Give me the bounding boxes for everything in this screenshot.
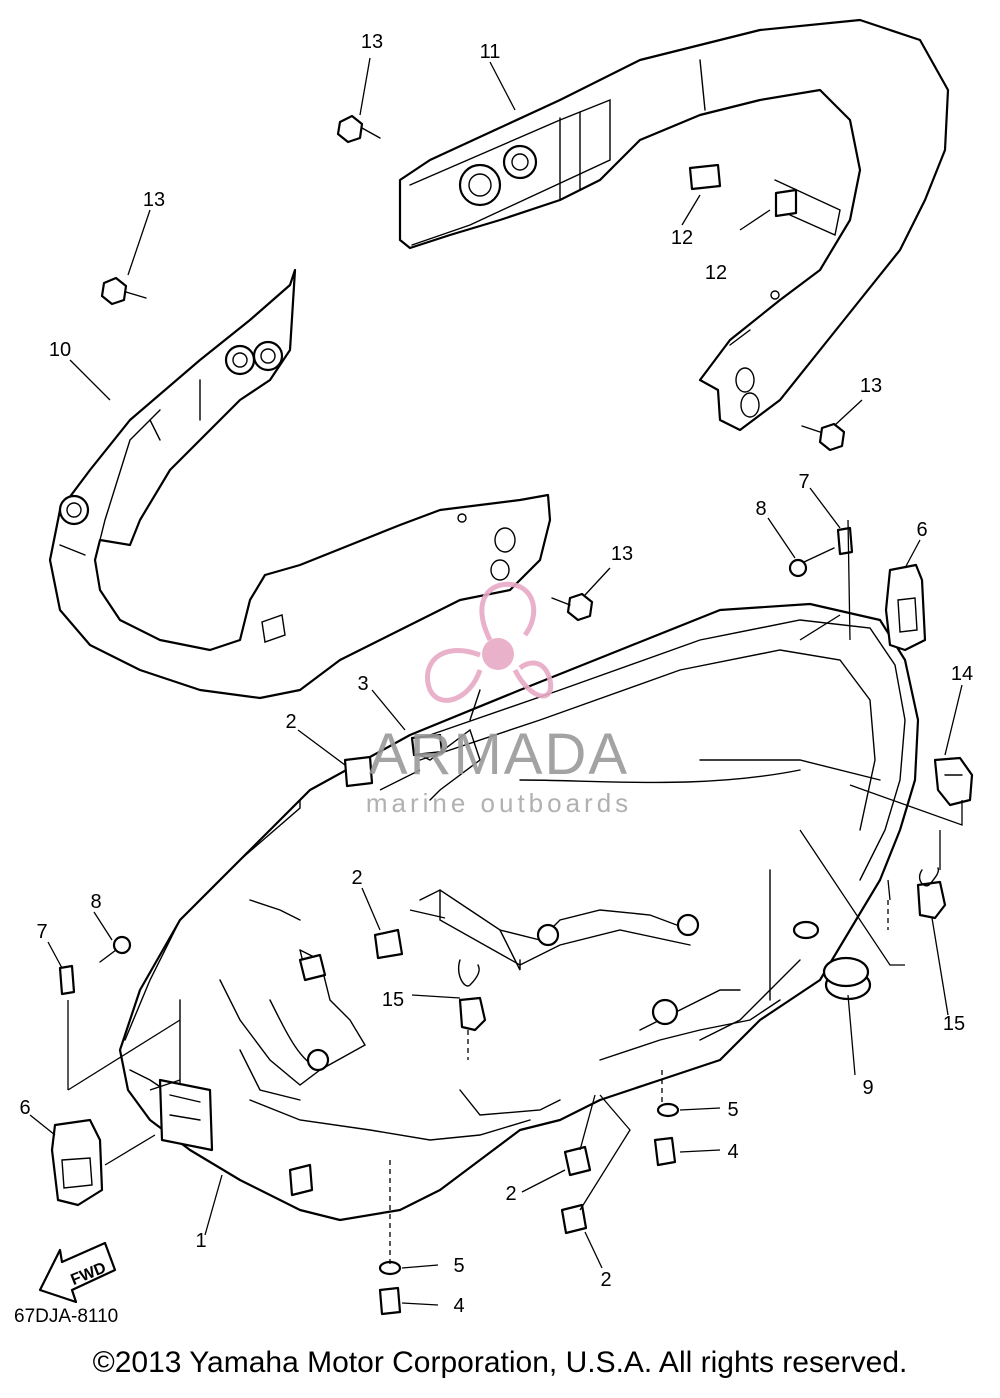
part-13-bolts xyxy=(100,114,846,622)
callout-10: 10 xyxy=(49,339,71,361)
callout-4-bottom: 4 xyxy=(453,1295,464,1317)
part-3-plate xyxy=(410,728,481,801)
callout-4-right: 4 xyxy=(727,1141,738,1163)
callout-11: 11 xyxy=(480,41,501,63)
part-15-clamp-lower xyxy=(458,959,487,1032)
callout-13-right: 13 xyxy=(860,375,882,397)
callout-2-c: 2 xyxy=(505,1183,516,1205)
part-2-pads xyxy=(343,755,592,1235)
callout-1: 1 xyxy=(195,1230,206,1252)
diagram-code: 67DJA-8110 xyxy=(14,1306,119,1327)
callout-9: 9 xyxy=(862,1077,873,1099)
callout-15-right: 15 xyxy=(943,1013,965,1035)
callout-6-left: 6 xyxy=(19,1097,30,1119)
watermark-tagline: marine outboards xyxy=(366,788,632,818)
watermark-logo: ARMADA marine outboards xyxy=(366,581,632,818)
part-6-clip-right xyxy=(884,563,927,652)
callout-7-left: 7 xyxy=(36,921,47,943)
callout-2-b: 2 xyxy=(351,867,362,889)
callout-13-top: 13 xyxy=(361,31,383,53)
callout-5-right: 5 xyxy=(727,1099,738,1121)
callouts: 13 11 13 12 12 10 13 7 8 6 13 14 3 2 2 8… xyxy=(19,31,973,1317)
callout-8-left: 8 xyxy=(90,891,101,913)
callout-12-b: 12 xyxy=(705,262,727,284)
part-10-bracket xyxy=(48,268,552,700)
part-5-washers xyxy=(378,1102,680,1276)
callout-13-left: 13 xyxy=(143,189,165,211)
part-9-grommet xyxy=(822,956,872,1001)
part-8-screws xyxy=(99,547,835,963)
leader-lines xyxy=(29,57,963,1306)
part-1-bottom-cowling xyxy=(118,602,920,1222)
callout-2-d: 2 xyxy=(600,1269,611,1291)
copyright-notice: ©2013 Yamaha Motor Corporation, U.S.A. A… xyxy=(92,1346,908,1379)
callout-3: 3 xyxy=(357,673,368,695)
callout-7-right: 7 xyxy=(798,471,809,493)
callout-2-a: 2 xyxy=(285,711,296,733)
callout-15-left: 15 xyxy=(382,989,404,1011)
callout-8-right: 8 xyxy=(755,498,766,520)
callout-13-mid: 13 xyxy=(611,543,633,565)
callout-6-right: 6 xyxy=(916,519,927,541)
part-6-clip-left xyxy=(50,1118,104,1207)
part-11-bracket xyxy=(398,18,950,432)
part-14-clip xyxy=(933,756,974,807)
callout-12-a: 12 xyxy=(671,227,693,249)
callout-14: 14 xyxy=(951,663,973,685)
callout-5-bottom: 5 xyxy=(453,1255,464,1277)
watermark-brand: ARMADA xyxy=(369,722,629,787)
fwd-arrow: FWD xyxy=(38,1241,117,1304)
part-15-clamp-upper xyxy=(916,867,947,920)
part-4-bolts xyxy=(378,1136,677,1316)
